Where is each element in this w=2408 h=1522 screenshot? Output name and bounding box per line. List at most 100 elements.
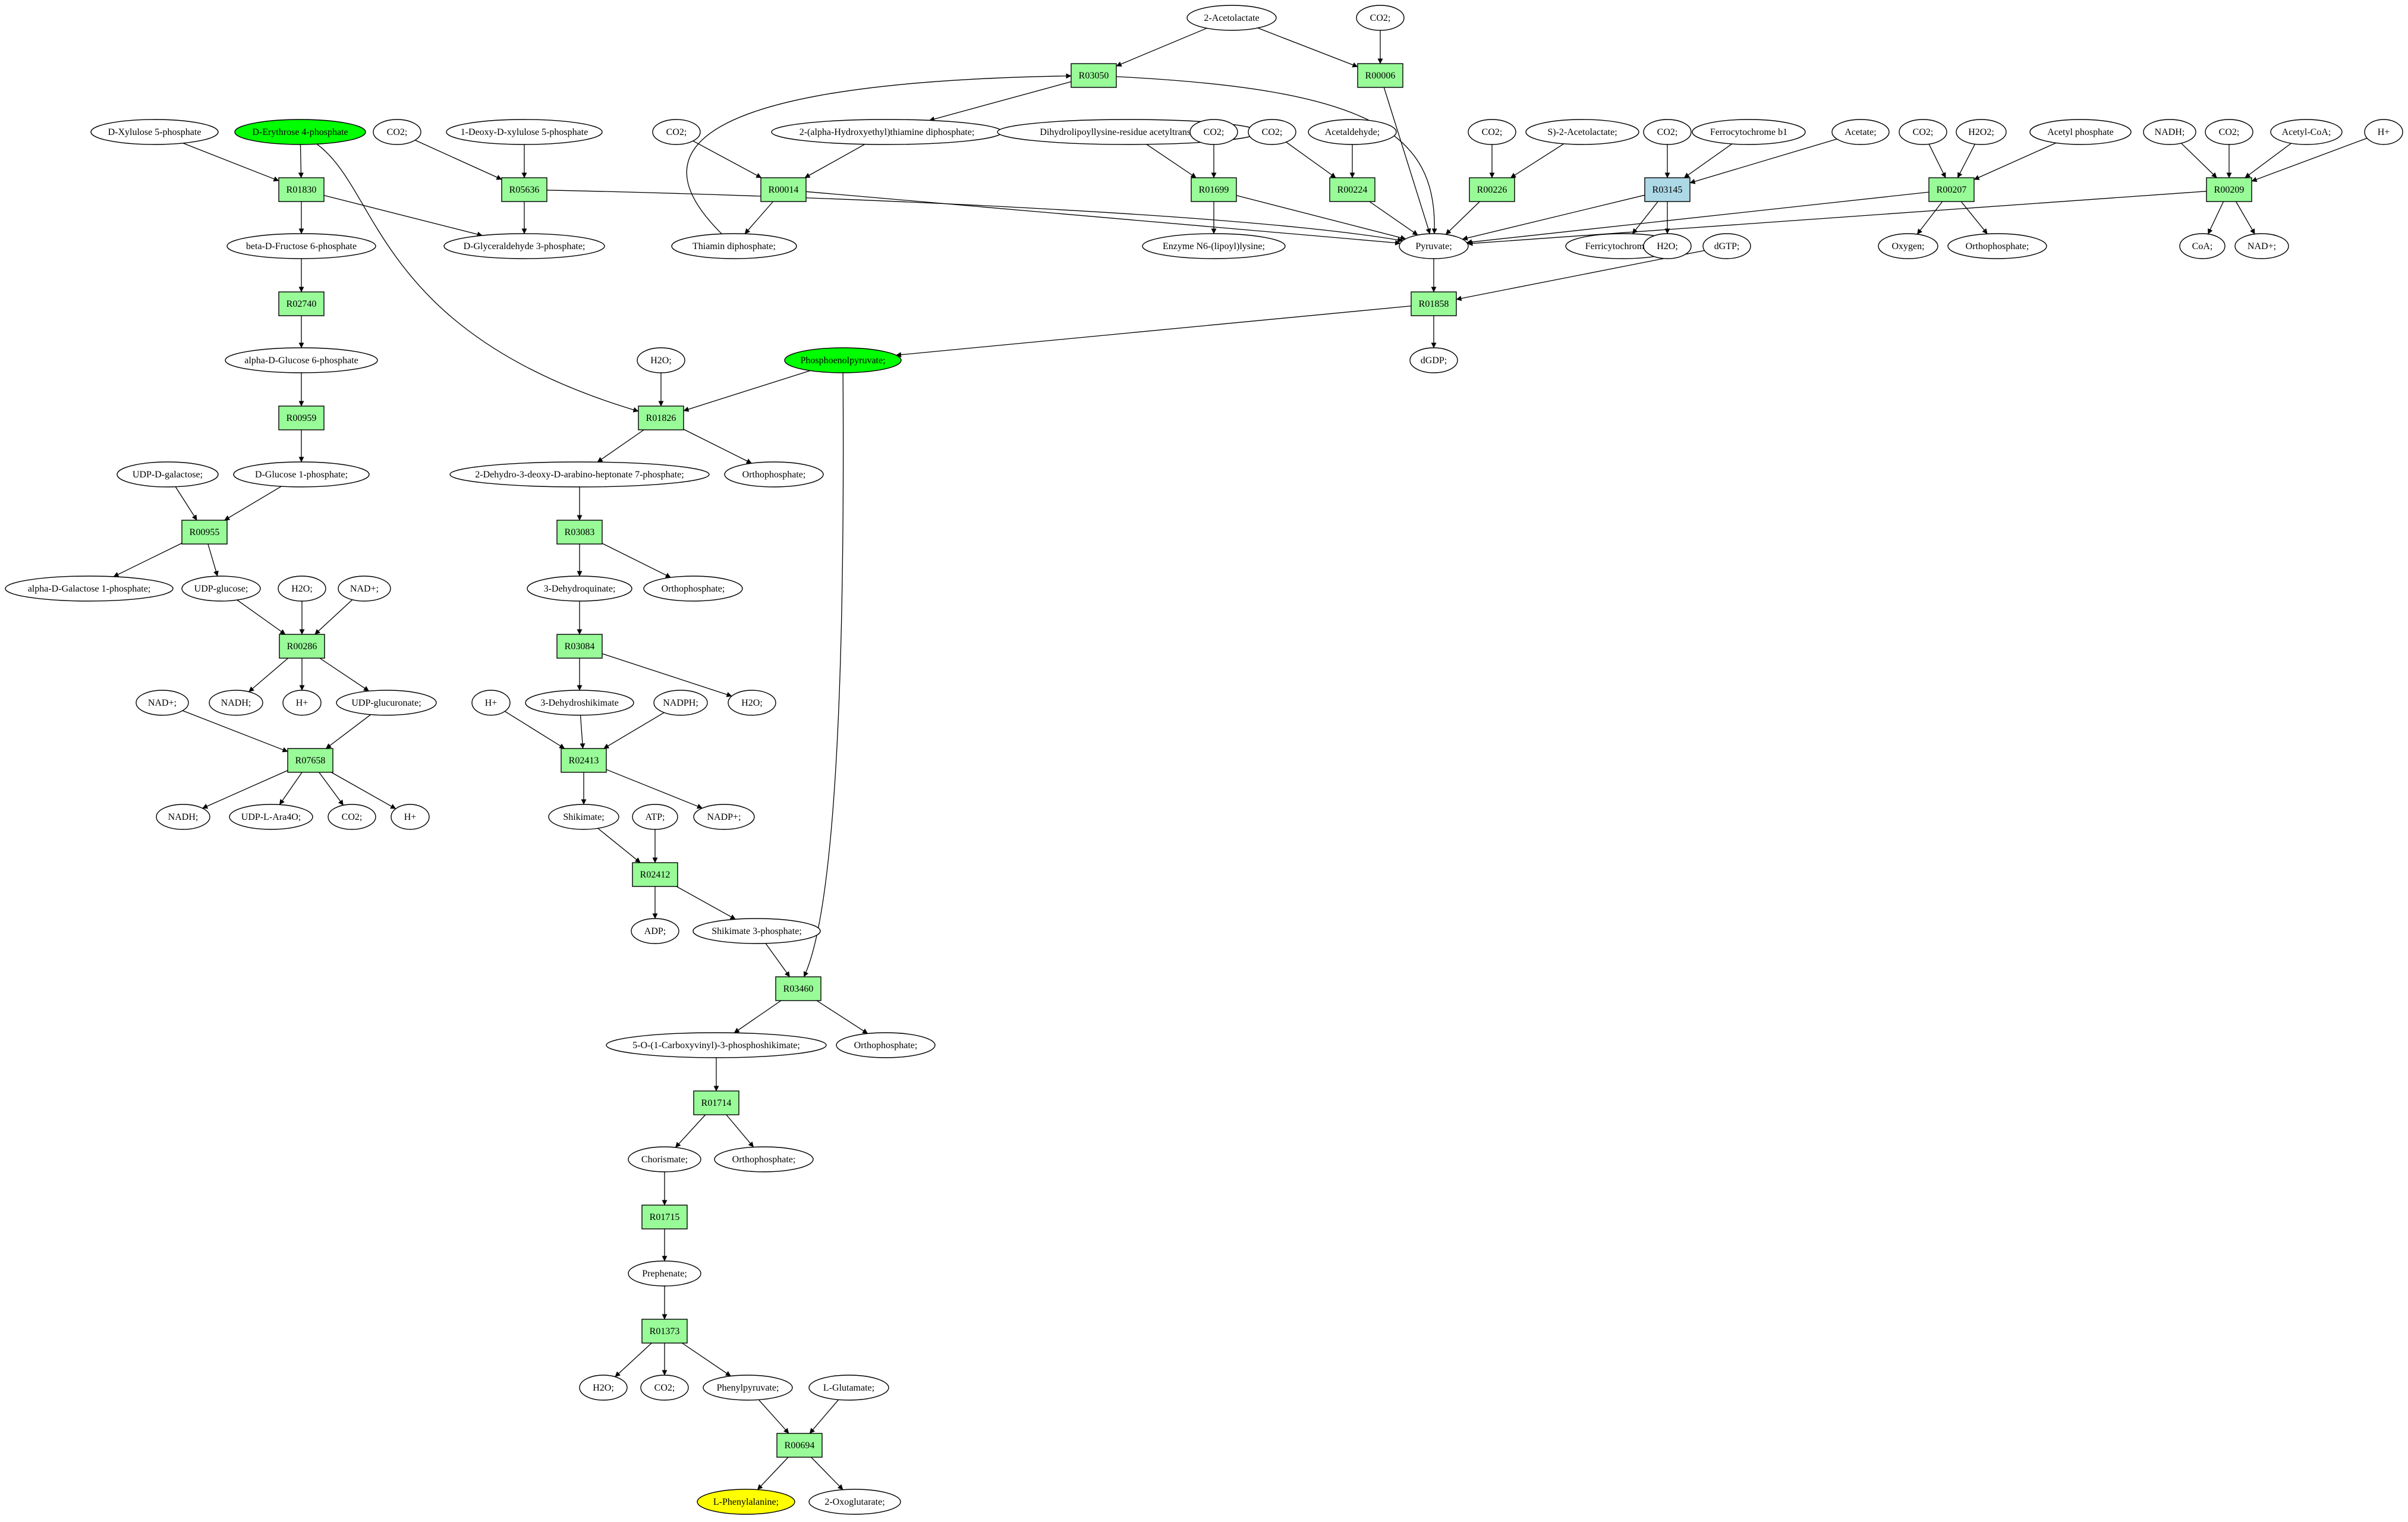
compound-node-c_nadpplus: NADP+; <box>693 804 755 830</box>
edge-c_shikimate-to-r_R02412 <box>597 828 641 863</box>
edge-c_acetylcoa-to-r_R00209 <box>2245 143 2291 178</box>
node-label: R00224 <box>1337 185 1368 195</box>
edge-r_R00207-to-c_oxygen <box>1916 201 1943 235</box>
node-label: R02740 <box>287 299 317 309</box>
compound-node-c_s2acetolactate: S)-2-Acetolactate; <box>1525 119 1639 145</box>
node-label: dGTP; <box>1714 241 1740 251</box>
edge-r_R00955-to-c_udpglucose <box>207 543 219 577</box>
edge-r_R00694-to-c_lphenylalanine <box>757 1457 789 1490</box>
reaction-node-r_R01858: R01858 <box>1411 291 1457 316</box>
reaction-node-r_R01714: R01714 <box>693 1090 739 1115</box>
node-label: D-Glyceraldehyde 3-phosphate; <box>464 241 586 251</box>
node-label: 2-(alpha-Hydroxyethyl)thiamine diphospha… <box>799 127 975 137</box>
compound-ellipse <box>643 576 743 602</box>
reaction-box <box>1928 177 1975 202</box>
compound-node-c_udpglucose: UDP-glucose; <box>181 576 261 602</box>
reaction-node-r_R07658: R07658 <box>287 748 333 773</box>
compound-node-c_hplus_top: H+ <box>2364 119 2403 145</box>
node-label: 3-Dehydroshikimate <box>540 698 619 708</box>
edge-r_R00226-to-c_pyruvate <box>1445 201 1480 235</box>
compound-ellipse <box>714 1146 814 1172</box>
compound-ellipse <box>373 119 421 145</box>
reaction-box <box>287 748 333 773</box>
edge-r_R03084-to-c_h2o_d <box>602 653 732 697</box>
compound-ellipse <box>2205 119 2253 145</box>
compound-ellipse <box>338 576 391 602</box>
reaction-node-r_R03145: R03145 <box>1644 177 1691 202</box>
edge-r_R03083-to-c_orthophosphate_c <box>602 543 671 578</box>
node-label: R07658 <box>295 756 326 766</box>
compound-node-c_orthophosphate_c: Orthophosphate; <box>643 576 743 602</box>
compound-ellipse <box>671 233 797 259</box>
edge-c_dxylulose5p-to-r_R01830 <box>182 143 279 182</box>
compound-ellipse <box>233 461 370 488</box>
node-label: Phosphoenolpyruvate; <box>800 356 885 366</box>
reaction-node-r_R03084: R03084 <box>556 634 603 659</box>
compound-node-c_acetate: Acetate; <box>1831 119 1890 145</box>
edge-r_R01714-to-c_orthophosphate_e <box>726 1114 754 1147</box>
compound-node-c_co2_top: CO2; <box>1356 5 1405 31</box>
compound-ellipse <box>631 918 679 944</box>
compound-node-c_dgdp: dGDP; <box>1409 347 1458 373</box>
edge-c_udpglucose-to-r_R00286 <box>237 599 286 635</box>
reaction-node-r_R05636: R05636 <box>501 177 547 202</box>
edge-c_shikimate3p-to-r_R03460 <box>765 943 791 977</box>
compound-node-c_orthophosphate_b: Orthophosphate; <box>724 461 824 488</box>
edge-c_hplus_top-to-r_R00209 <box>2251 137 2368 183</box>
reaction-node-r_R03460: R03460 <box>775 976 821 1001</box>
node-label: Dihydrolipoyllysine-residue acetyltransf… <box>1040 127 1216 137</box>
reaction-box <box>2206 177 2252 202</box>
edge-c_pep-to-r_R03460 <box>803 372 844 977</box>
node-label: R03050 <box>1079 71 1109 81</box>
compound-ellipse <box>1525 119 1639 145</box>
node-label: CO2; <box>1657 127 1678 137</box>
reaction-node-r_R03050: R03050 <box>1071 63 1117 88</box>
node-label: CO2; <box>1913 127 1934 137</box>
node-label: NADP+; <box>707 812 741 822</box>
compound-node-c_co2_h: CO2; <box>2205 119 2253 145</box>
compound-node-c_acetylcoa: Acetyl-CoA; <box>2270 119 2343 145</box>
compound-node-c_coa: CoA; <box>2179 233 2226 259</box>
edge-c_udpglucuronate-to-r_R07658 <box>325 714 372 749</box>
reaction-node-r_R00226: R00226 <box>1469 177 1515 202</box>
node-label: ATP; <box>646 812 665 822</box>
edge-c_dehydroshikimate-to-r_R02413 <box>580 715 586 749</box>
compound-ellipse <box>1409 347 1458 373</box>
compound-node-c_lglutamate: L-Glutamate; <box>808 1375 889 1401</box>
edge-r_R00286-to-c_nadh_b <box>248 658 289 693</box>
compound-node-c_co2_g: CO2; <box>1899 119 1947 145</box>
compound-node-c_hethdp: 2-(alpha-Hydroxyethyl)thiamine diphospha… <box>771 119 1003 145</box>
reaction-box <box>1644 177 1691 202</box>
compound-node-c_nadh_top: NADH; <box>2143 119 2196 145</box>
node-label: Orthophosphate; <box>662 584 725 594</box>
edge-c_derythrose4p-to-r_R01826 <box>316 143 639 413</box>
reaction-node-r_R02412: R02412 <box>632 862 678 887</box>
node-label: alpha-D-Galactose 1-phosphate; <box>28 584 151 594</box>
node-label: D-Xylulose 5-phosphate <box>108 127 202 137</box>
compound-ellipse <box>282 690 322 716</box>
node-label: Ferrocytochrome b1 <box>1710 127 1787 137</box>
node-label: R00959 <box>287 413 317 423</box>
node-label: R01715 <box>650 1212 680 1222</box>
node-label: R03145 <box>1652 185 1683 195</box>
edges-layer <box>113 27 2368 1490</box>
compound-node-c_shikimate3p: Shikimate 3-phosphate; <box>693 918 821 944</box>
edge-c_co2_b-to-r_R00014 <box>693 140 762 178</box>
reaction-node-r_R00694: R00694 <box>776 1433 823 1458</box>
compound-node-c_h2o_c: H2O; <box>278 576 326 602</box>
compound-ellipse <box>579 1375 628 1401</box>
edge-r_R01826-to-c_dahp <box>597 429 644 463</box>
reaction-box <box>1191 177 1237 202</box>
node-label: Ferricytochrome b1 <box>1585 241 1661 251</box>
node-label: R00694 <box>785 1441 815 1451</box>
edge-c_lglutamate-to-r_R00694 <box>809 1399 839 1434</box>
edge-c_derythrose4p-to-r_R01830 <box>298 144 304 178</box>
edge-r_R07658-to-c_co2_i <box>319 772 344 806</box>
node-label: Acetyl phosphate <box>2047 127 2114 137</box>
node-label: Orthophosphate; <box>742 470 806 480</box>
node-label: R01373 <box>650 1326 680 1337</box>
edge-r_R00207-to-c_orthophosphate_a <box>1960 201 1988 234</box>
reaction-box <box>278 291 325 316</box>
compound-node-c_nadplus_b: NAD+; <box>338 576 391 602</box>
compound-ellipse <box>443 233 605 259</box>
